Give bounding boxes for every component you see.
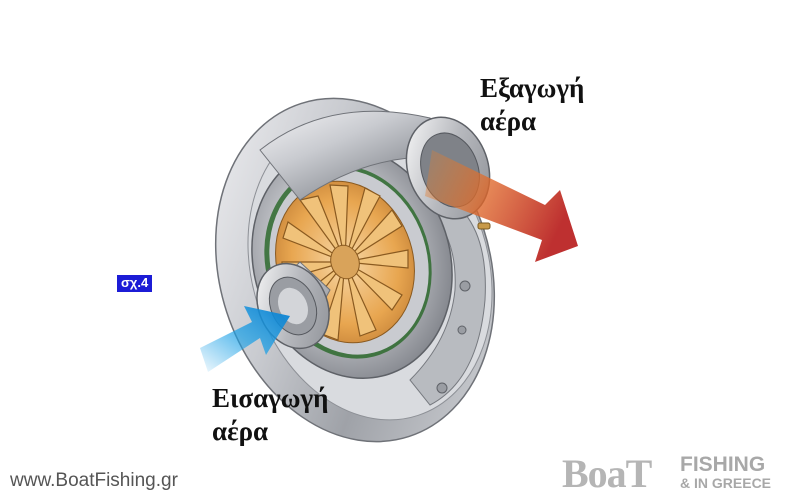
inlet-label-line2: αέρα xyxy=(212,416,269,446)
inlet-label-line1: Εισαγωγή xyxy=(212,383,329,413)
logo-top-text: FISHING xyxy=(680,453,766,476)
outlet-label: Εξαγωγή αέρα xyxy=(480,72,584,138)
logo-main-text: BoaT xyxy=(562,451,652,496)
inlet-airflow-arrow xyxy=(200,306,290,372)
website-watermark: www.BoatFishing.gr xyxy=(10,470,178,491)
logo-bottom-text: & IN GREECE xyxy=(680,475,772,491)
outlet-label-line2: αέρα xyxy=(480,106,537,136)
outlet-airflow-arrow xyxy=(425,150,578,262)
figure-badge: σχ.4 xyxy=(117,275,153,292)
inlet-label: Εισαγωγή αέρα xyxy=(212,382,328,448)
brand-logo: BoaT FISHING & IN GREECE xyxy=(562,452,794,496)
outlet-label-line1: Εξαγωγή xyxy=(480,73,585,103)
